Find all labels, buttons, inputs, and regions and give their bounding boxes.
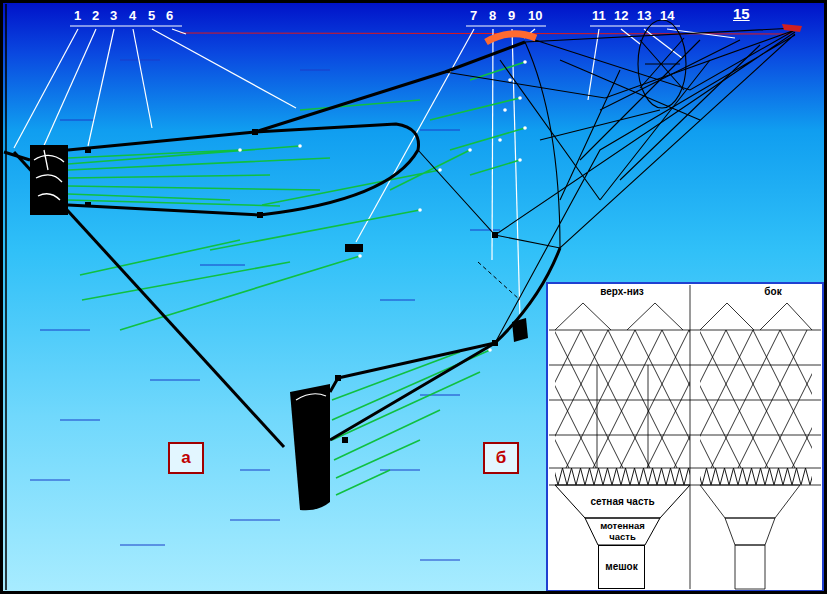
callout-number: 10 — [528, 8, 542, 23]
callout-number: 3 — [110, 8, 117, 23]
section-label: мотенная часть — [589, 521, 656, 543]
figure-letter: б — [496, 449, 507, 467]
net-section: мотенная часть — [585, 518, 660, 545]
callout-number: 7 — [470, 8, 477, 23]
inset-heading: верх-низ — [600, 286, 644, 298]
callout-number: 4 — [129, 8, 136, 23]
inset-drawing — [430, 283, 827, 591]
inset-panel: верх-низ бок сетная часть мотенная часть меш… — [547, 283, 823, 591]
otter-door — [290, 384, 330, 510]
callout-number: 5 — [148, 8, 155, 23]
callout-number: 9 — [508, 8, 515, 23]
callout-number: 6 — [166, 8, 173, 23]
float-dots — [238, 60, 527, 352]
callout-number: 11 — [592, 8, 606, 23]
callout-number: 13 — [637, 8, 651, 23]
otter-door — [30, 145, 68, 215]
callout-number: 14 — [660, 8, 674, 23]
section-label: сетная часть — [590, 496, 654, 508]
net-section: сетная часть — [555, 485, 690, 518]
headline-float — [486, 34, 536, 42]
callout-number: 8 — [489, 8, 496, 23]
frame — [5, 4, 7, 590]
depressor — [345, 244, 363, 252]
callout-number: 1 — [74, 8, 81, 23]
figure-letter-box: б — [483, 442, 519, 474]
codend-tip — [782, 24, 802, 32]
small-weight — [512, 318, 528, 342]
callout-number: 12 — [614, 8, 628, 23]
inset-heading: бок — [764, 286, 781, 298]
dashed-line — [478, 262, 520, 300]
net-ropes — [4, 42, 560, 447]
water-streaks — [30, 60, 500, 560]
section-label: мешок — [605, 561, 637, 573]
callout-number: 2 — [92, 8, 99, 23]
figure-letter-box: а — [168, 442, 204, 474]
figure-letter: а — [181, 449, 190, 467]
callout-number: 15 — [733, 6, 750, 21]
net-section: мешок — [598, 545, 645, 589]
